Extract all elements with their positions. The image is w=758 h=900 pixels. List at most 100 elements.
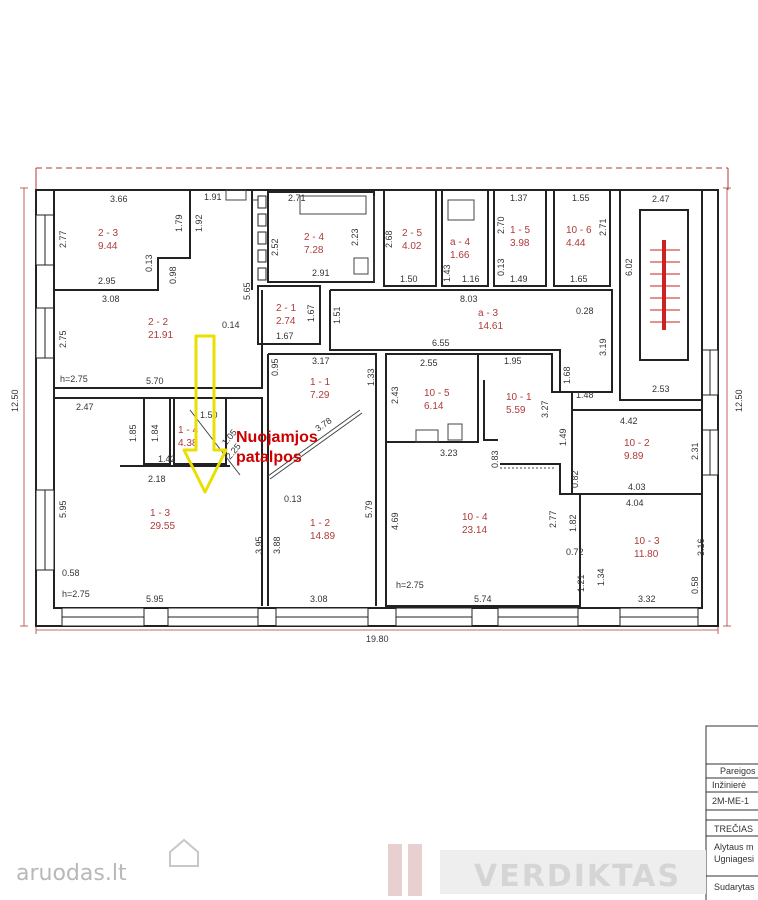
room-area: 4.44 [566, 238, 586, 249]
room-area: 3.98 [510, 238, 530, 249]
dimension: 1.67 [306, 304, 316, 322]
room-area: 21.91 [148, 330, 173, 341]
room-label: a - 3 [478, 308, 498, 319]
dimension: 1.79 [174, 214, 184, 232]
dimension: 6.55 [432, 338, 450, 348]
dimension: 2.77 [548, 510, 558, 528]
dimension: 2.31 [690, 442, 700, 460]
title-block-row: Sudarytas [714, 882, 755, 892]
title-block-row: Alytaus m [714, 842, 754, 852]
dimension: 1.82 [568, 514, 578, 532]
bottom-windows [61, 607, 699, 627]
dimension: 2.68 [384, 230, 394, 248]
dimension: 1.48 [576, 390, 594, 400]
room-label: 1 - 1 [310, 377, 330, 388]
dimension: 0.13 [496, 258, 506, 276]
dimension: h=2.75 [396, 580, 424, 590]
room-label: 10 - 1 [506, 392, 532, 403]
title-block-text: Pareigos Inžinierė 2M-ME-1 TREČIAS Alyta… [712, 766, 756, 892]
dimension: 0.72 [566, 547, 584, 557]
dimension: 3.19 [598, 338, 608, 356]
dimension: h=2.75 [60, 374, 88, 384]
dimension: 1.49 [510, 274, 528, 284]
room-label: 1 - 2 [310, 518, 330, 529]
dimension: 0.13 [284, 494, 302, 504]
dimension: 3.27 [540, 400, 550, 418]
dimension: 1.34 [596, 568, 606, 586]
dimension: 1.67 [276, 331, 294, 341]
dimension: 4.42 [620, 416, 638, 426]
dimension: 3.08 [102, 294, 120, 304]
dimension: 1.92 [194, 214, 204, 232]
dimension: 19.80 [366, 634, 389, 644]
dimension: 1.37 [510, 193, 528, 203]
stair-treads [650, 249, 680, 323]
room-label: 1 - 4 [178, 425, 198, 436]
room-area: 14.61 [478, 321, 503, 332]
dimension: 12.50 [10, 389, 20, 412]
dimension: 1.43 [442, 264, 452, 282]
dimension: 1.50 [400, 274, 418, 284]
title-block-row: Ugniagesi [714, 854, 754, 864]
dimension: 5.70 [146, 376, 164, 386]
dimension: 2.53 [652, 384, 670, 394]
room-label: 10 - 2 [624, 438, 650, 449]
room-area: 7.28 [304, 245, 324, 256]
dimension: 8.03 [460, 294, 478, 304]
title-block [705, 725, 758, 900]
title-block-row: Pareigos [720, 766, 756, 776]
room-area: 9.89 [624, 451, 644, 462]
dimension: h=2.75 [62, 589, 90, 599]
room-area: 23.14 [462, 525, 487, 536]
door-swings [257, 195, 267, 281]
dimension: 1.85 [128, 424, 138, 442]
dimension: 0.58 [62, 568, 80, 578]
dimension: 1.16 [462, 274, 480, 284]
room-label: 1 - 5 [510, 225, 530, 236]
dimension: 1.95 [504, 356, 522, 366]
aruodas-watermark: aruodas.lt [16, 838, 199, 886]
dimension: 1.68 [562, 366, 572, 384]
dimension: 6.02 [624, 258, 634, 276]
room-label: 2 - 1 [276, 303, 296, 314]
dimension: 2.43 [390, 386, 400, 404]
dimension: 2.47 [652, 194, 670, 204]
dimension: 5.95 [58, 500, 68, 518]
dimension: 2.77 [58, 230, 68, 248]
dimension: 5.95 [146, 594, 164, 604]
room-area: 2.74 [276, 316, 296, 327]
dimension: 0.83 [490, 450, 500, 468]
verdiktas-watermark: VERDIKTAS [388, 844, 706, 896]
dimension: 3.32 [638, 594, 656, 604]
dimension: 5.74 [474, 594, 492, 604]
dimension: 3.08 [310, 594, 328, 604]
room-label: 10 - 6 [566, 225, 592, 236]
dimension: 0.58 [690, 576, 700, 594]
title-block-row: 2M-ME-1 [712, 796, 749, 806]
dimension: 0.82 [570, 470, 580, 488]
room-labels: 2 - 3 9.44 2 - 2 21.91 2 - 4 7.28 2 - 1 … [98, 225, 660, 560]
room-label: 10 - 3 [634, 536, 660, 547]
dimension: 3.88 [272, 536, 282, 554]
interior-walls [53, 189, 703, 607]
overall-dimension-lines [20, 187, 731, 634]
room-area: 14.89 [310, 531, 335, 542]
watermark-right: VERDIKTAS [474, 859, 681, 894]
title-block-row: TREČIAS [714, 824, 753, 834]
room-label: 2 - 3 [98, 228, 118, 239]
dimension: 1.91 [204, 192, 222, 202]
left-windows [35, 214, 55, 571]
dimension: 12.50 [734, 389, 744, 412]
note-line-2: patalpos [236, 449, 302, 466]
dimension: 2.52 [270, 238, 280, 256]
room-area: 29.55 [150, 521, 175, 532]
dimension: 1.49 [558, 428, 568, 446]
watermark-left: aruodas.lt [16, 861, 127, 886]
room-label: 2 - 2 [148, 317, 168, 328]
dimension: 0.14 [222, 320, 240, 330]
dimension: 3.66 [110, 194, 128, 204]
dimension: 1.21 [576, 574, 586, 592]
note-line-1: Nuojamjos [236, 429, 318, 446]
room-area: 6.14 [424, 401, 444, 412]
